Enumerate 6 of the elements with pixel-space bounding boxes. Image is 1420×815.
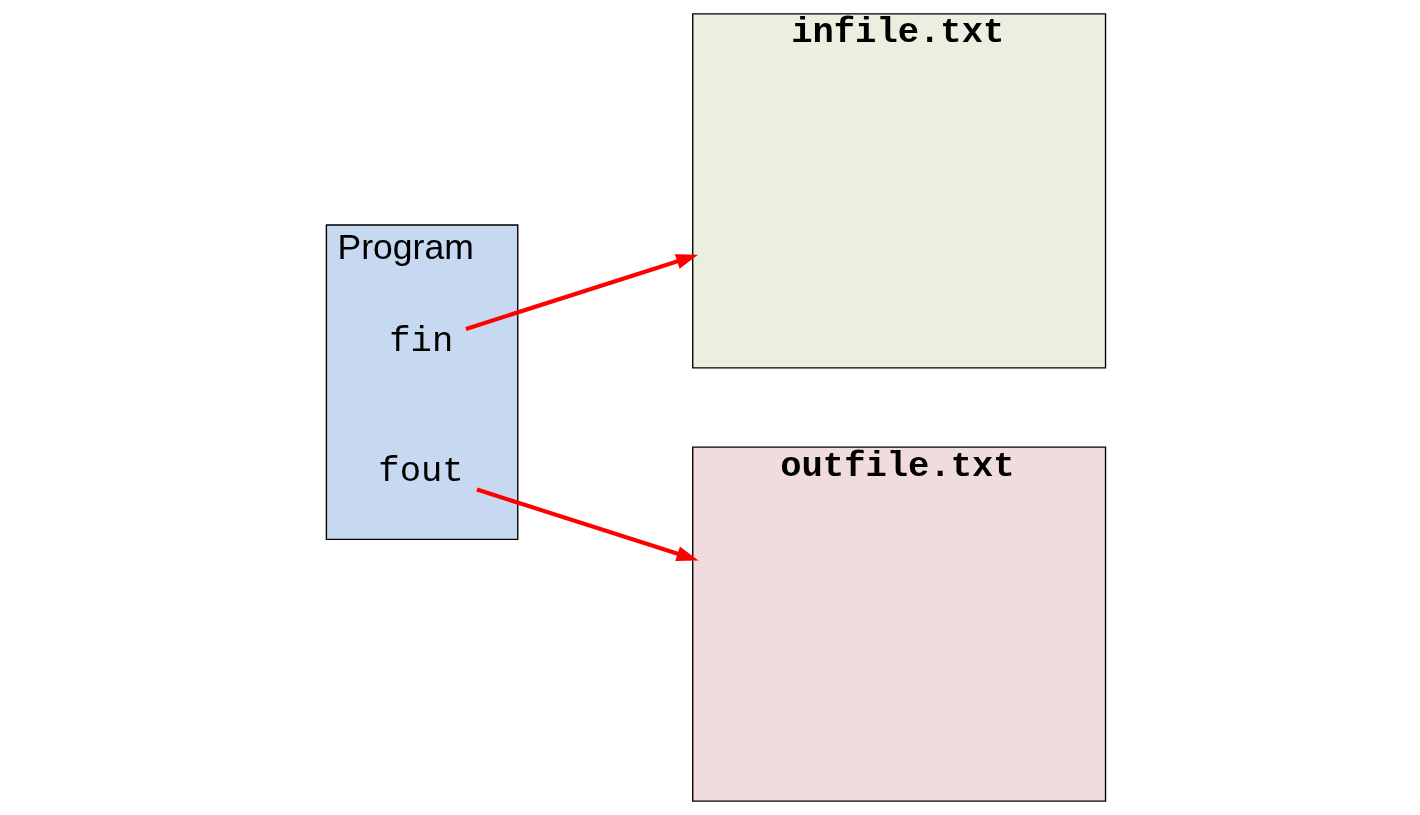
node-box: infile.txt: [691, 13, 1106, 369]
node-box: outfile.txt: [691, 446, 1106, 802]
arrow: [475, 487, 698, 562]
node-text: fout: [377, 451, 464, 493]
arrow: [464, 254, 698, 331]
node-text: fin: [388, 321, 453, 363]
